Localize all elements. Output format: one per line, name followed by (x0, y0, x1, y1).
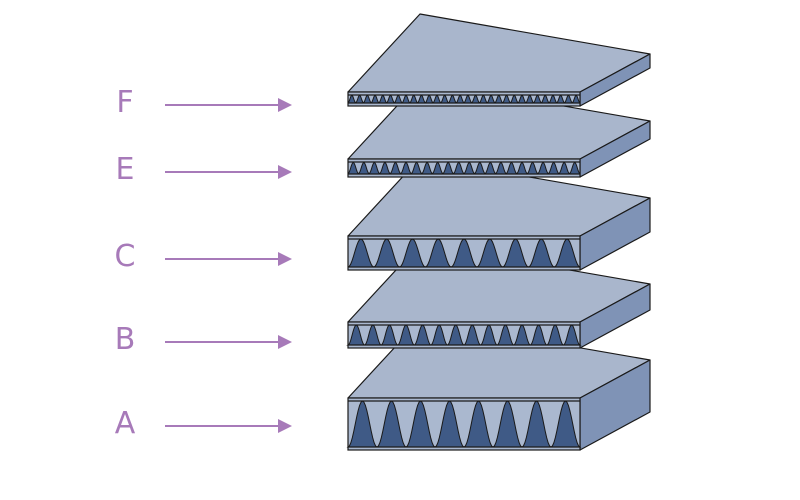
label-e: E (115, 152, 135, 187)
label-f: F (116, 85, 134, 120)
arrow-b (165, 335, 292, 349)
arrow-f (165, 98, 292, 112)
board-flutes (347, 162, 581, 175)
arrow-a (165, 419, 292, 433)
label-b: B (114, 322, 136, 357)
board-f (347, 13, 651, 107)
label-c: C (114, 239, 136, 274)
arrow-c (165, 252, 292, 266)
label-a: A (114, 406, 136, 441)
arrow-e (165, 165, 292, 179)
